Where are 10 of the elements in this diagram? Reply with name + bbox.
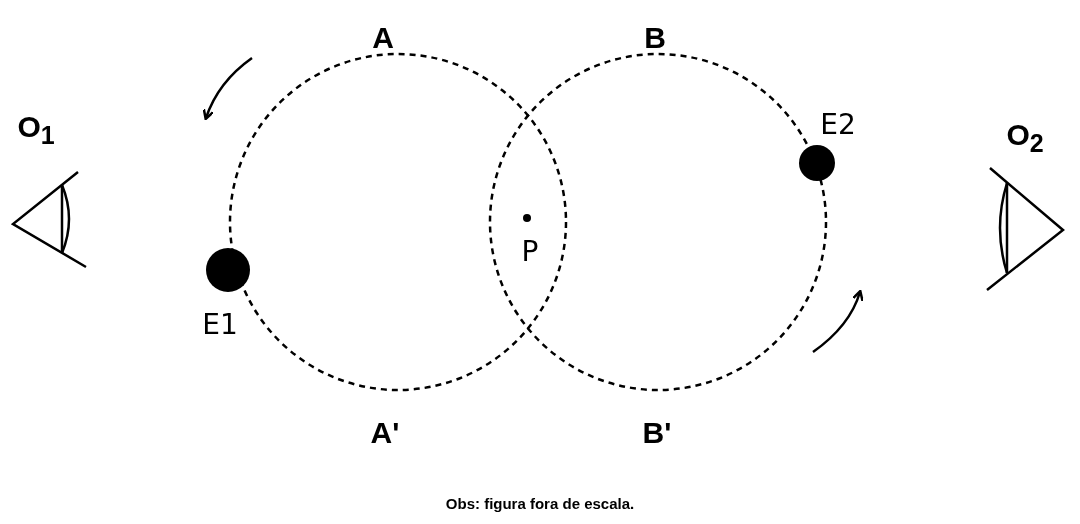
point-label: B' bbox=[642, 418, 672, 448]
point-label: P bbox=[521, 238, 539, 266]
star-label: E1 bbox=[202, 311, 238, 339]
observer-label: O$_{1}$ bbox=[17, 112, 55, 148]
point-label: B bbox=[644, 23, 666, 53]
star-label: E2 bbox=[820, 111, 856, 139]
point-label: A bbox=[372, 23, 394, 53]
caption: Obs: figura fora de escala. bbox=[445, 495, 635, 511]
observer-label: O$_{2}$ bbox=[1006, 120, 1044, 156]
point-label: A' bbox=[370, 418, 400, 448]
